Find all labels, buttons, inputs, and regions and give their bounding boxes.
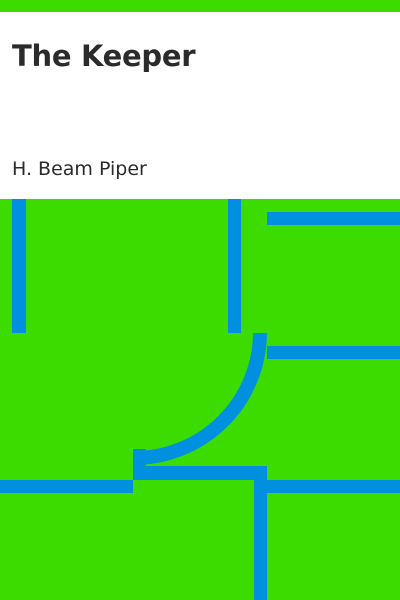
pipe-center-horizontal: [133, 466, 267, 480]
title-panel: The Keeper H. Beam Piper: [0, 12, 400, 199]
pipe-right-horizontal-middle: [267, 346, 400, 359]
pipe-lines: [0, 199, 400, 600]
pipe-curve: [132, 332, 267, 466]
pipe-left-vertical: [12, 199, 26, 333]
book-title: The Keeper: [12, 39, 196, 73]
pipe-right-horizontal-bottom: [267, 480, 400, 493]
cover-pattern: [0, 199, 400, 600]
pipe-middle-vertical: [228, 199, 241, 333]
pipe-left-horizontal: [0, 480, 133, 493]
book-author: H. Beam Piper: [12, 158, 147, 180]
pipe-right-horizontal-top: [267, 212, 400, 225]
pipe-right-vertical-bottom: [254, 466, 267, 600]
